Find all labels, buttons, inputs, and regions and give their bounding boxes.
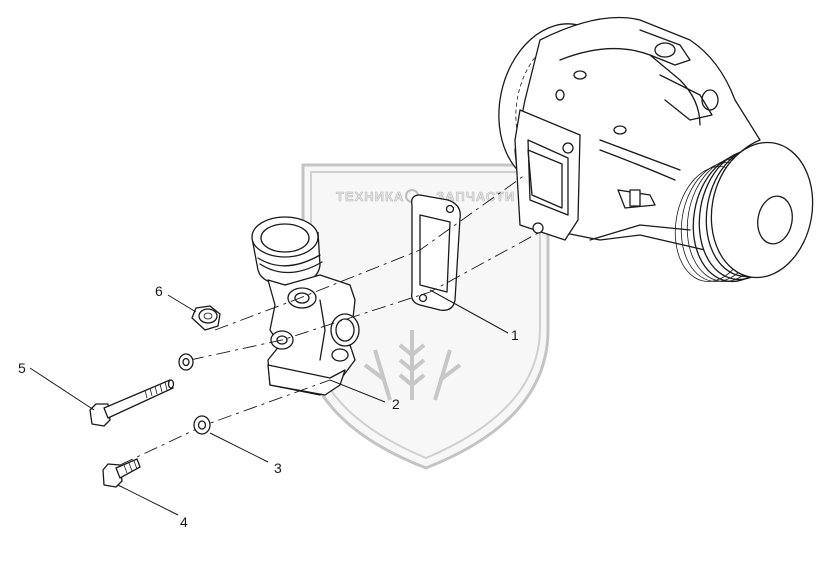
callout-3: 3 bbox=[274, 460, 282, 476]
short-bolt-part-4 bbox=[102, 458, 141, 488]
wheat-icon bbox=[363, 330, 462, 401]
watermark-text-left: ТЕХНИКА bbox=[336, 189, 404, 204]
nut-part-6 bbox=[191, 305, 221, 331]
washer-part-3 bbox=[193, 415, 211, 435]
leader-lines bbox=[29, 289, 509, 516]
callout-2: 2 bbox=[392, 396, 400, 412]
water-pump-housing bbox=[498, 16, 761, 251]
gasket-part-1 bbox=[411, 194, 461, 311]
thermostat-housing-part-2 bbox=[251, 216, 360, 396]
callout-1: 1 bbox=[511, 327, 519, 343]
watermark-logo: ТЕХНИКА ЗАПЧАСТИ bbox=[301, 163, 550, 470]
callout-5: 5 bbox=[18, 360, 26, 376]
watermark-text-right: ЗАПЧАСТИ bbox=[436, 189, 515, 204]
long-bolt-part-5 bbox=[89, 379, 175, 427]
callout-4: 4 bbox=[180, 514, 188, 530]
callout-6: 6 bbox=[155, 283, 163, 299]
pulley bbox=[674, 141, 814, 283]
washer-upper bbox=[178, 353, 194, 371]
